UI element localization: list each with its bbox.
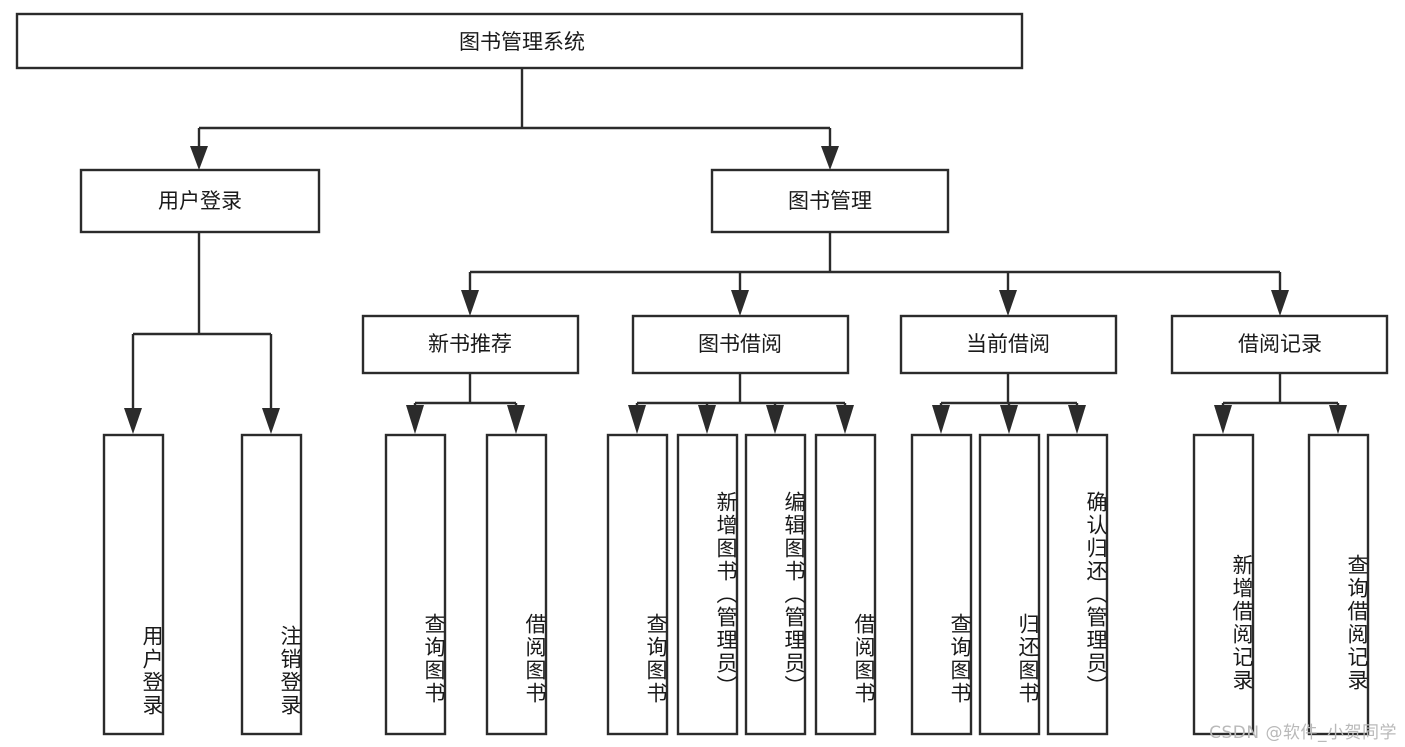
node-leaf-rec-query-box[interactable]: [384, 433, 447, 736]
arrow-head-to-book-borrow: [731, 290, 749, 316]
node-current-borrow-box[interactable]: [899, 314, 1118, 375]
node-book-borrow[interactable]: 图书借阅: [631, 314, 850, 375]
connector-user-login-to-leaves: [124, 232, 280, 434]
node-leaf-bb-edit-box[interactable]: [744, 433, 807, 736]
arrow-head-leaf-bb-borrow: [836, 405, 854, 434]
node-book-manage[interactable]: 图书管理: [710, 168, 950, 234]
node-user-login-box[interactable]: [79, 168, 321, 234]
arrow-head-to-book-manage: [821, 146, 839, 170]
arrow-head-leaf-bb-edit: [766, 405, 784, 434]
arrow-head-to-borrow-record: [1271, 290, 1289, 316]
node-book-manage-label: 图书管理: [788, 189, 872, 213]
node-leaf-bb-borrow-box[interactable]: [814, 433, 877, 736]
node-root-box[interactable]: [15, 12, 1024, 70]
arrow-head-leaf-logout: [262, 408, 280, 434]
connector-new-book-rec-to-leaves: [406, 373, 525, 434]
arrow-head-leaf-user-login: [124, 408, 142, 434]
arrow-head-leaf-cb-query: [932, 405, 950, 434]
connector-book-manage-to-level3: [461, 232, 1289, 316]
node-new-book-rec[interactable]: 新书推荐: [361, 314, 580, 375]
node-leaf-logout-box[interactable]: [240, 433, 303, 736]
node-leaf-cb-confirm-box[interactable]: [1046, 433, 1109, 736]
arrow-head-leaf-rec-borrow: [507, 405, 525, 434]
node-borrow-record[interactable]: 借阅记录: [1170, 314, 1389, 375]
arrow-head-leaf-cb-return: [1000, 405, 1018, 434]
arrow-head-leaf-bb-add: [698, 405, 716, 434]
node-leaf-br-query-box[interactable]: [1307, 433, 1370, 736]
connector-root-to-level2: [190, 67, 839, 170]
arrow-head-leaf-br-add: [1214, 405, 1232, 434]
arrow-head-leaf-rec-query: [406, 405, 424, 434]
arrow-head-leaf-br-query: [1329, 405, 1347, 434]
node-borrow-record-box[interactable]: [1170, 314, 1389, 375]
node-leaf-rec-borrow-box[interactable]: [485, 433, 548, 736]
node-book-borrow-label: 图书借阅: [698, 332, 782, 356]
arrow-head-to-user-login: [190, 146, 208, 170]
node-leaf-bb-query-box[interactable]: [606, 433, 669, 736]
connector-current-borrow-to-leaves: [932, 373, 1086, 434]
node-borrow-record-label: 借阅记录: [1238, 332, 1322, 356]
node-current-borrow[interactable]: 当前借阅: [899, 314, 1118, 375]
arrow-head-to-current-borrow: [999, 290, 1017, 316]
node-leaf-br-add-box[interactable]: [1192, 433, 1255, 736]
node-user-login-label: 用户登录: [158, 189, 242, 213]
node-book-borrow-box[interactable]: [631, 314, 850, 375]
connector-borrow-record-to-leaves: [1214, 373, 1347, 434]
node-leaf-bb-add-box[interactable]: [676, 433, 739, 736]
node-book-manage-box[interactable]: [710, 168, 950, 234]
node-root-label: 图书管理系统: [459, 30, 585, 54]
node-new-book-rec-label: 新书推荐: [428, 332, 512, 356]
connector-book-borrow-to-leaves: [628, 373, 854, 434]
arrow-head-leaf-bb-query: [628, 405, 646, 434]
node-leaf-user-login-box[interactable]: [102, 433, 165, 736]
arrow-head-to-new-book-rec: [461, 290, 479, 316]
node-current-borrow-label: 当前借阅: [966, 332, 1050, 356]
arrow-head-leaf-cb-confirm: [1068, 405, 1086, 434]
node-user-login[interactable]: 用户登录: [79, 168, 321, 234]
node-new-book-rec-box[interactable]: [361, 314, 580, 375]
node-leaf-cb-query-box[interactable]: [910, 433, 973, 736]
csdn-watermark: CSDN @软件_小贺同学: [1209, 723, 1397, 743]
node-root[interactable]: 图书管理系统: [15, 12, 1024, 70]
node-leaf-cb-return-box[interactable]: [978, 433, 1041, 736]
